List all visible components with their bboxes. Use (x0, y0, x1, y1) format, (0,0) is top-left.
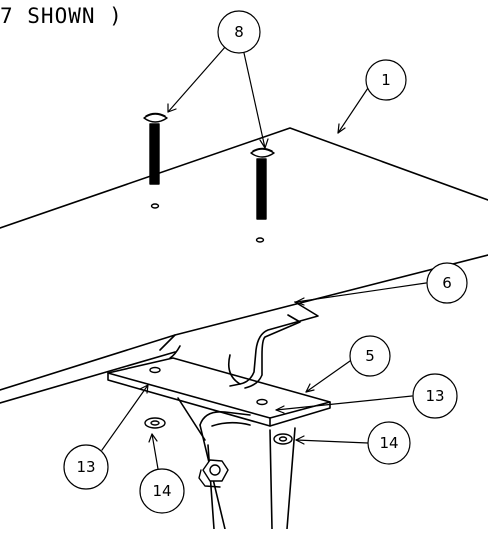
callout-6: 6 (426, 262, 468, 304)
callout-8: 8 (217, 10, 261, 54)
plate-hole-right (255, 237, 265, 243)
svg-text:1: 1 (381, 71, 391, 89)
svg-text:8: 8 (234, 23, 244, 41)
top-plate (0, 127, 488, 404)
callout-13-left: 13 (63, 444, 109, 490)
washer-right (273, 433, 293, 445)
svg-text:14: 14 (152, 482, 171, 500)
callout-5: 5 (349, 335, 391, 377)
svg-text:14: 14 (379, 434, 398, 452)
header-note: 7 SHOWN ) (0, 4, 123, 28)
washer-left (144, 417, 166, 429)
bolt-right (250, 147, 275, 220)
callout-13-right: 13 (412, 373, 458, 419)
svg-text:13: 13 (76, 458, 95, 476)
svg-text:6: 6 (442, 274, 452, 292)
bolt-left (143, 112, 168, 185)
callout-14-right: 14 (367, 421, 411, 465)
mounting-flange (107, 357, 331, 427)
svg-text:5: 5 (365, 347, 375, 365)
bracket-strap (169, 301, 319, 389)
flange-hole-left (149, 366, 161, 374)
flange-hole-right (256, 398, 268, 406)
plate-hole-left (150, 203, 160, 209)
leader-lines (101, 45, 427, 470)
callout-14-left: 14 (139, 468, 185, 514)
hex-nut (198, 459, 229, 488)
svg-text:13: 13 (425, 387, 444, 405)
callout-1: 1 (365, 59, 407, 101)
support-post (177, 397, 296, 530)
